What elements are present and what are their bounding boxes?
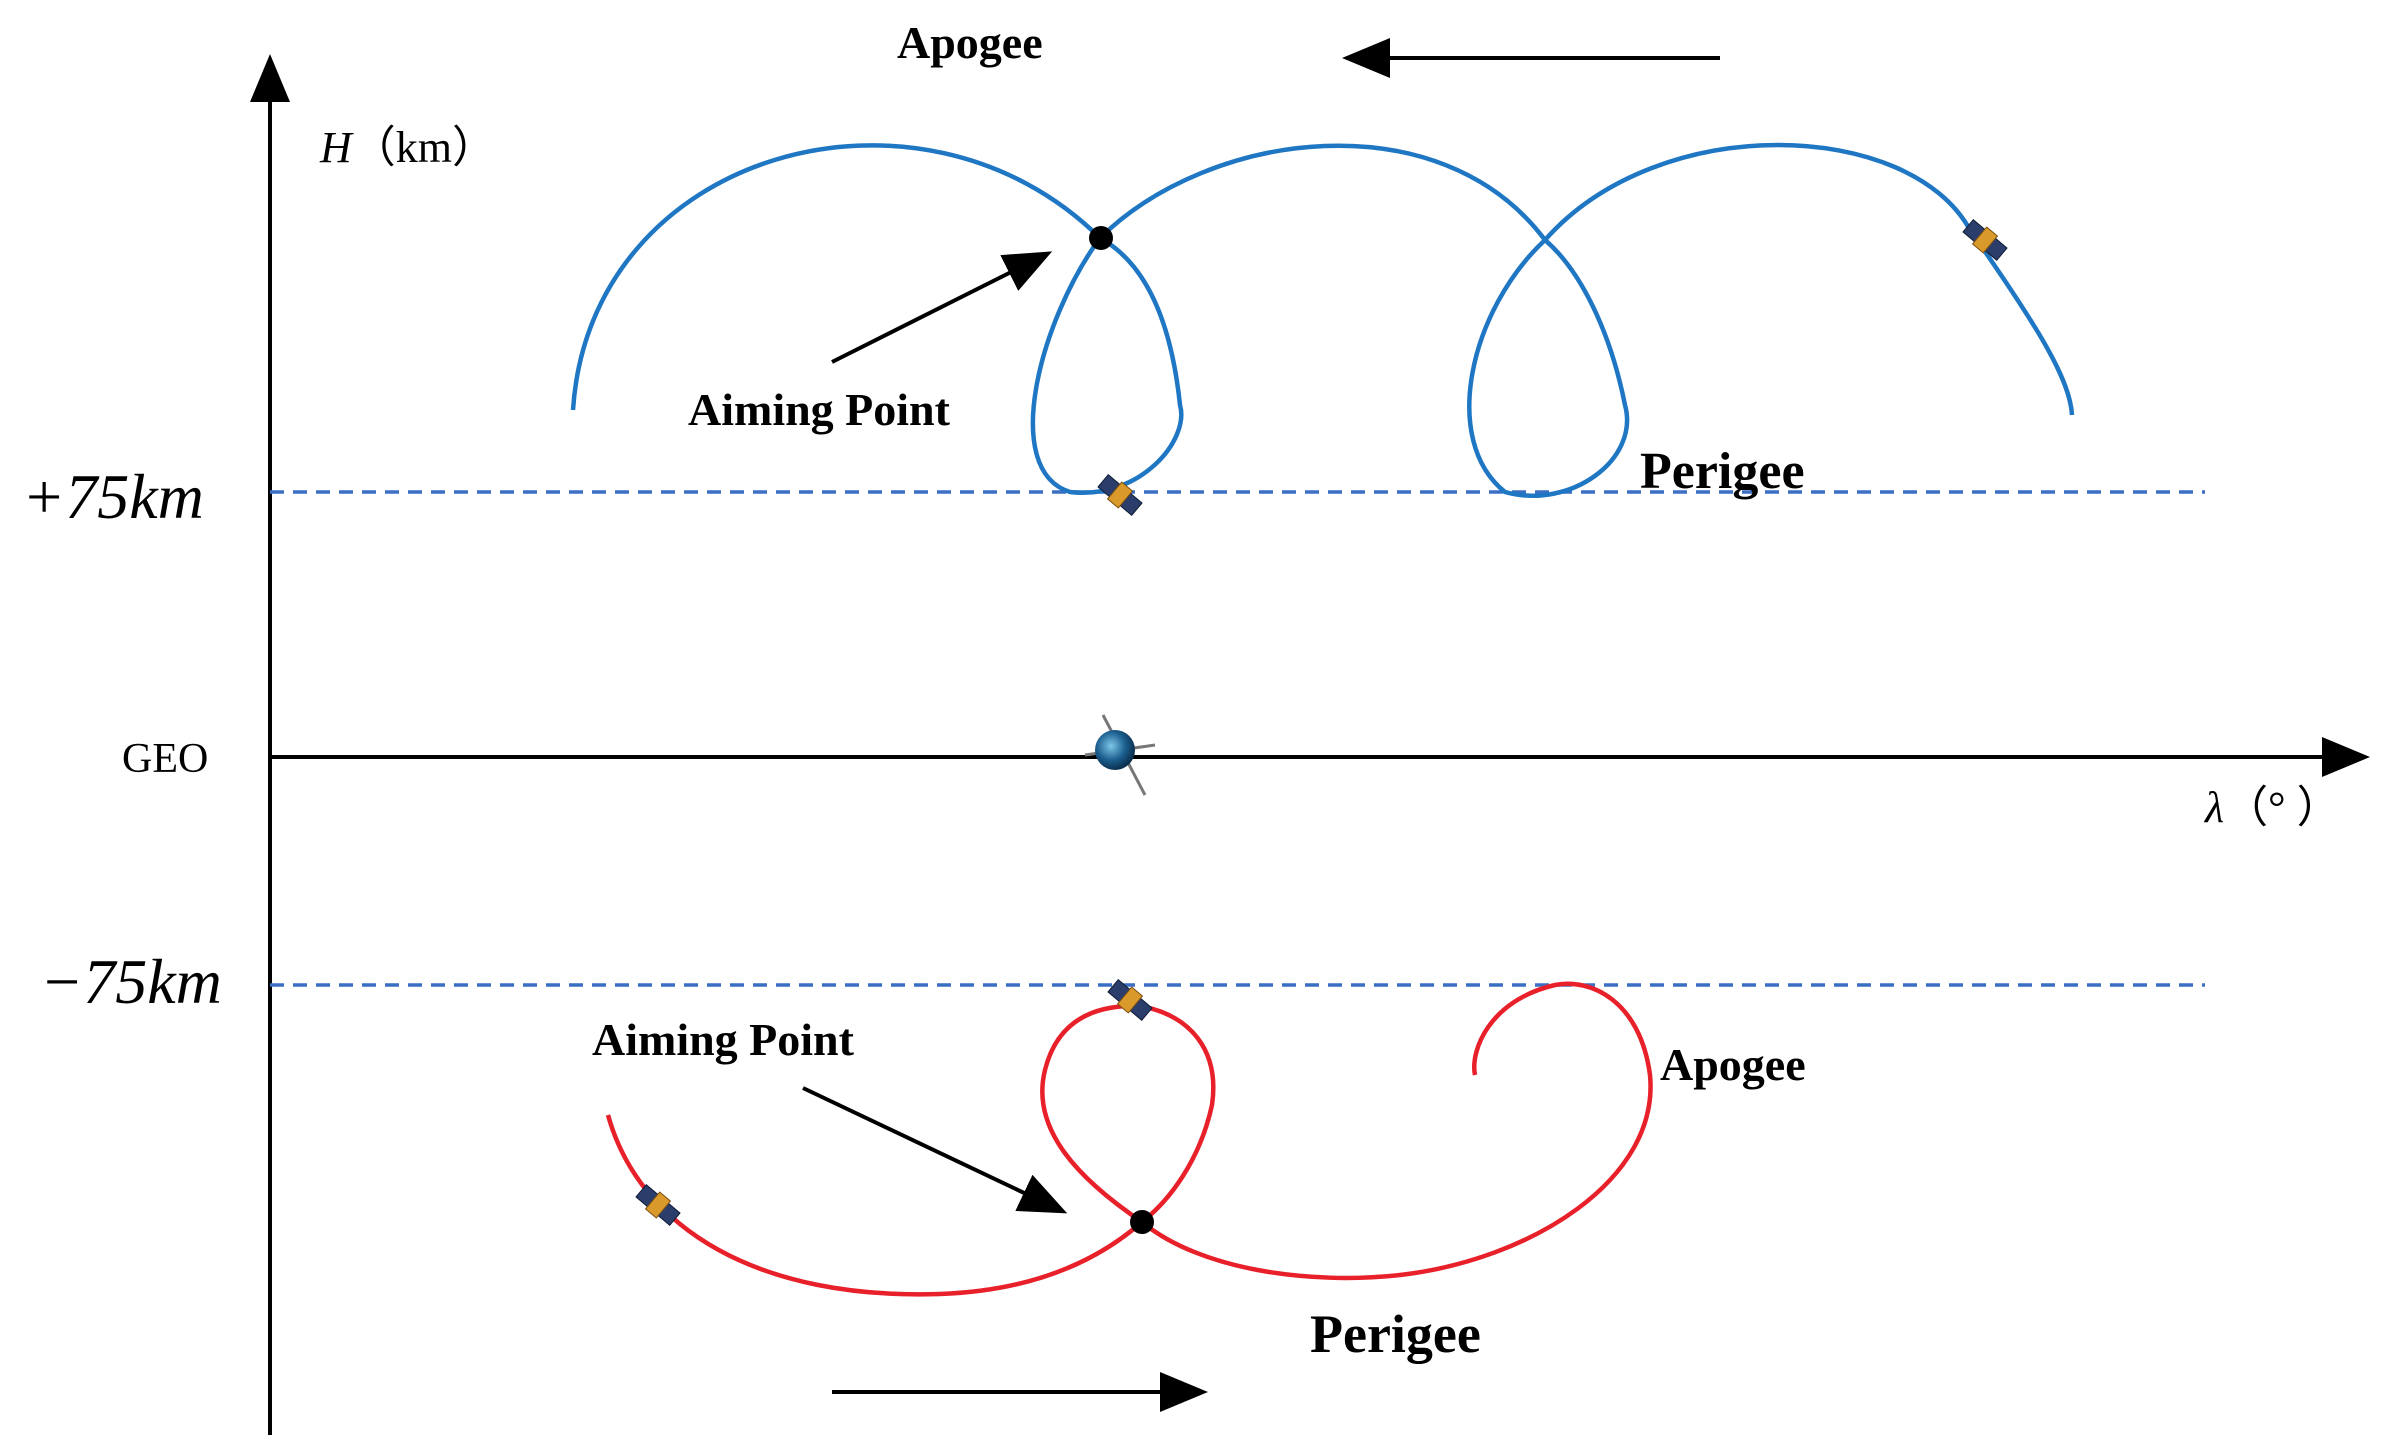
upper-aiming-label: Aiming Point — [688, 384, 951, 435]
lower-apogee-label: Apogee — [1660, 1039, 1806, 1090]
y-axis-unit: （km） — [352, 123, 496, 172]
lower-perigee-label: Perigee — [1310, 1304, 1481, 1364]
geo-label: GEO — [122, 736, 208, 782]
y-axis-variable: H — [319, 123, 354, 172]
x-axis-unit: （° ） — [2224, 783, 2341, 832]
y-axis-label: H（km） — [319, 123, 496, 172]
lower-aiming-point — [1130, 1210, 1154, 1234]
upper-aiming-arrow — [831, 251, 1053, 364]
x-axis-label: λ（° ） — [2203, 783, 2341, 832]
satellite-icon — [1962, 219, 2008, 261]
satellite-icon — [1097, 474, 1143, 516]
upper-perigee-label: Perigee — [1640, 443, 1805, 500]
upper-apogee-label: Apogee — [897, 17, 1043, 68]
minus-75km-label: −75km — [40, 946, 222, 1017]
upper-aiming-point — [1089, 226, 1113, 250]
lower-trajectory — [605, 981, 1653, 1297]
x-axis-variable: λ — [2203, 783, 2224, 832]
lower-aiming-label: Aiming Point — [592, 1014, 855, 1065]
plus-75km-label: +75km — [22, 461, 204, 532]
satellite-icon — [635, 1184, 681, 1226]
upper-trajectory — [570, 142, 2075, 498]
satellite-icon — [1107, 979, 1153, 1021]
geo-spacecraft-icon — [1084, 714, 1156, 796]
lower-aiming-arrow — [802, 1086, 1068, 1214]
